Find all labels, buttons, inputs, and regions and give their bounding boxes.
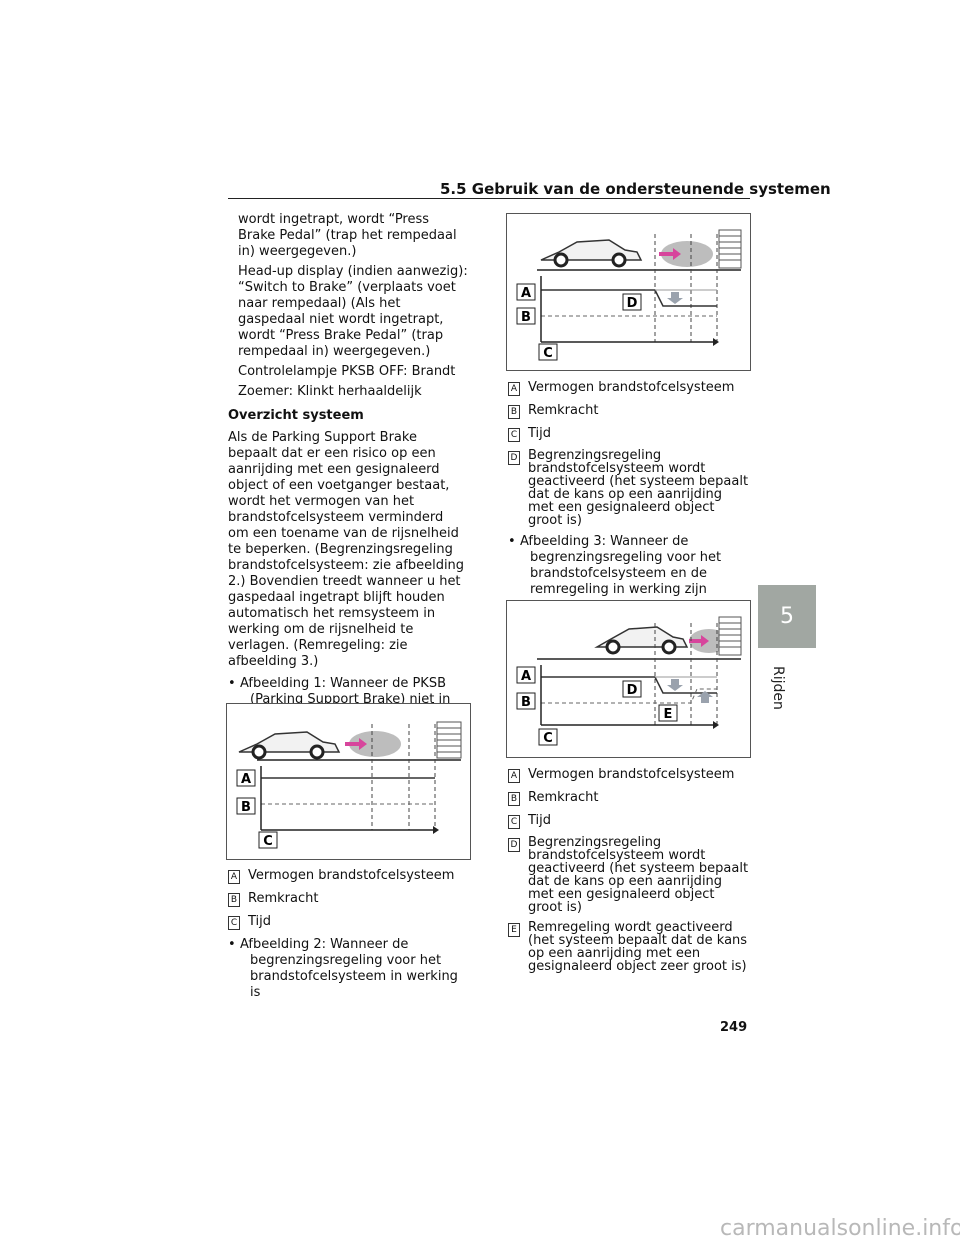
left-column: wordt ingetrapt, wordt “Press Brake Peda…: [228, 212, 468, 728]
intro-line-4: Zoemer: Klinkt herhaaldelijk: [238, 384, 422, 399]
watermark: carmanualsonline.info: [720, 1216, 960, 1241]
wall-icon: [718, 616, 742, 656]
label-a: A: [521, 286, 531, 301]
bullet-figure-2: Afbeelding 2: Wanneer de begrenzingsrege…: [228, 937, 468, 1001]
page-number: 249: [720, 1020, 748, 1035]
label-b: B: [521, 695, 531, 710]
sensor-wave-icon: [345, 731, 401, 757]
legend-badge: A: [228, 870, 240, 884]
label-c: C: [543, 346, 553, 361]
legend-badge: B: [228, 893, 240, 907]
section-header: 5.5 Gebruik van de ondersteunende system…: [440, 180, 831, 198]
chapter-tab[interactable]: 5: [758, 585, 816, 648]
header-rule: [228, 198, 750, 199]
car-icon: [594, 626, 689, 655]
label-d: D: [627, 683, 638, 698]
label-a: A: [241, 772, 251, 787]
figure-1: A B C: [226, 703, 471, 860]
bullet-figure-3: Afbeelding 3: Wanneer de begrenzingsrege…: [508, 534, 750, 598]
section-heading: Overzicht systeem: [228, 408, 364, 423]
label-b: B: [521, 310, 531, 325]
wall-icon: [718, 229, 742, 269]
car-icon: [540, 239, 643, 268]
figure-2: A B D C: [506, 213, 751, 371]
legend-badge: C: [228, 916, 240, 930]
label-e: E: [664, 707, 673, 722]
wall-icon: [436, 721, 462, 759]
chapter-label: Rijden: [770, 666, 786, 710]
label-c: C: [543, 731, 553, 746]
label-b: B: [241, 800, 251, 815]
label-a: A: [521, 669, 531, 684]
figure-3: A B D E C: [506, 600, 751, 758]
intro-line-1: wordt ingetrapt, wordt “Press Brake Peda…: [238, 212, 457, 259]
intro-line-2: Head-up display (indien aanwezig): “Swit…: [238, 264, 468, 359]
sensor-wave-icon: [659, 241, 713, 267]
label-c: C: [263, 834, 273, 849]
overview-paragraph: Als de Parking Support Brake bepaalt dat…: [228, 430, 465, 669]
label-d: D: [627, 296, 638, 311]
intro-line-3: Controlelampje PKSB OFF: Brandt: [238, 364, 456, 379]
car-icon: [238, 731, 341, 760]
